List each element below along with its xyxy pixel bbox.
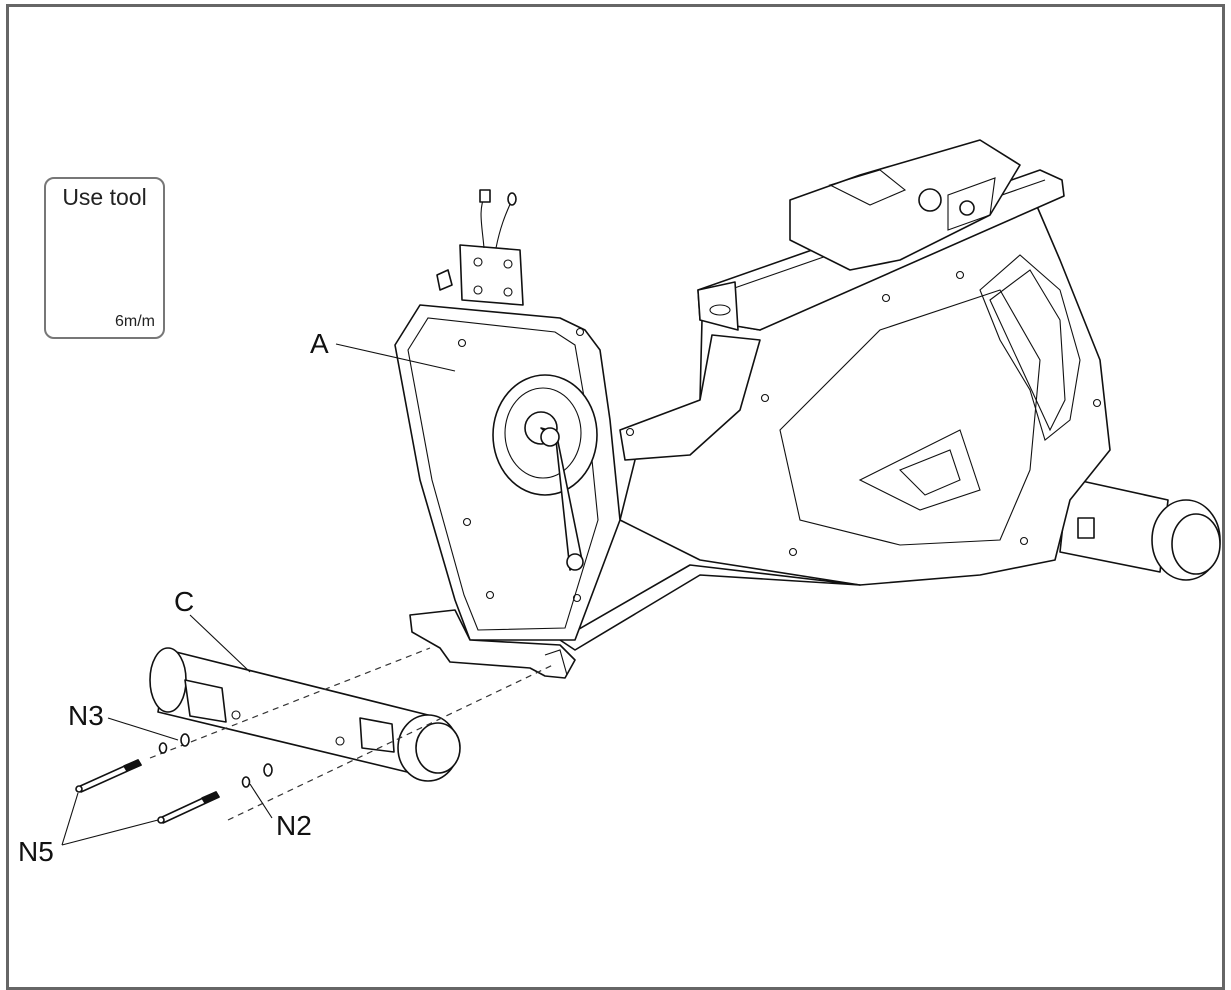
frame-arm [619,334,761,461]
label-n3: N3 [68,700,104,731]
tool-size-label: 6m/m [115,313,155,330]
lower-frame-bar [559,564,861,651]
tool-callout-box: Use tool 6m/m [44,177,165,339]
label-n5: N5 [18,836,54,867]
leader-lines [61,343,456,846]
label-n2: N2 [276,810,312,841]
hardware [75,733,273,824]
rear-stabilizer [1059,477,1221,581]
front-stabilizer [149,647,461,782]
front-column [394,189,621,679]
diagram-frame [6,4,1225,990]
seat-rail [697,139,1065,331]
assembly-guide-lines [149,647,556,821]
label-c: C [174,586,195,617]
label-a: A [310,328,329,359]
tool-title: Use tool [62,184,147,210]
main-frame-body [619,189,1111,586]
